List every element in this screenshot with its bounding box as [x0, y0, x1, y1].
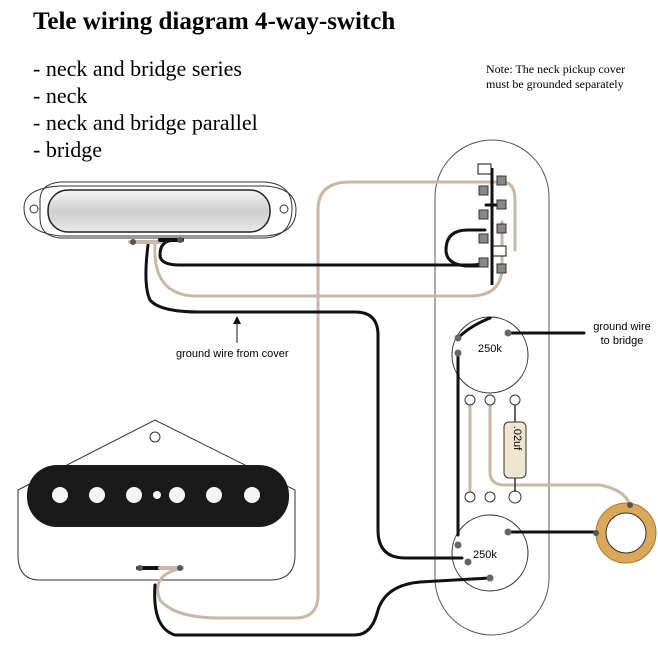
pole-piece: [244, 487, 260, 503]
volume-lug: [484, 394, 496, 406]
black-wires: [138, 203, 597, 637]
capacitor-label: .02uf: [511, 425, 523, 451]
tone-capacitor: [503, 405, 527, 492]
ground-cover-arrow: [233, 316, 241, 343]
pole-piece: [153, 491, 161, 499]
four-way-switch: [477, 163, 507, 285]
tone-pot-label: 250k: [473, 549, 497, 561]
switch-lug: [496, 175, 507, 186]
tone-lug: [464, 491, 476, 503]
pole-piece: [126, 487, 142, 503]
solder-point: [504, 528, 512, 536]
switch-mode-list: - neck and bridge series - neck - neck a…: [33, 55, 258, 163]
switch-lug: [496, 199, 507, 210]
pot-lugs: [454, 329, 522, 582]
neck-cover-ground-wire: [144, 243, 464, 560]
switch-lug: [478, 209, 489, 220]
mode-item-series: - neck and bridge series: [33, 56, 242, 81]
switch-lug: [478, 185, 489, 196]
grounding-note-line1: Note: The neck pickup cover: [486, 62, 626, 76]
neck-solder-point: [130, 239, 136, 245]
bridge-solder-point: [137, 565, 143, 571]
solder-point: [454, 349, 462, 357]
grounding-note: Note: The neck pickup cover must be grou…: [486, 62, 656, 92]
jack-lug: [627, 502, 633, 508]
capacitor-body: [503, 421, 527, 479]
tone-pot: [451, 514, 529, 592]
switch-lug: [496, 223, 507, 234]
mode-item-neck: - neck: [33, 83, 88, 108]
tone-lug: [484, 491, 496, 503]
switch-tab-top: [477, 163, 492, 175]
bridge-solder-point: [177, 565, 183, 571]
ground-wire-cover-label: ground wire from cover: [176, 348, 289, 360]
bridge-white-wire: [156, 180, 504, 620]
neck-solder-point: [177, 237, 183, 243]
neck-mount-hole-right: [279, 204, 289, 214]
switch-lug: [496, 263, 507, 274]
jack-lug: [593, 530, 599, 536]
solder-point: [486, 574, 494, 582]
mode-item-bridge: - bridge: [33, 137, 103, 162]
volume-lug: [464, 394, 476, 406]
ground-wire-bridge-label: ground wire to bridge: [588, 320, 656, 348]
neck-pickup: [23, 181, 297, 239]
switch-tab-bottom: [492, 245, 507, 257]
mode-item-parallel: - neck and bridge parallel: [33, 110, 258, 135]
volume-pot-label: 250k: [478, 343, 502, 355]
bridge-pickup: [17, 419, 296, 581]
solder-point: [454, 334, 462, 342]
diagram-title: Tele wiring diagram 4-way-switch: [33, 8, 396, 35]
solder-point: [454, 541, 462, 549]
pole-piece: [206, 487, 222, 503]
switch-jumper-black: [444, 228, 488, 268]
solder-point: [504, 329, 512, 337]
pole-piece: [89, 487, 105, 503]
pole-piece: [169, 487, 185, 503]
jack-white-wire: [488, 398, 632, 507]
jack-inner-ring: [605, 512, 647, 554]
pole-piece: [52, 487, 68, 503]
neck-pickup-cover: [47, 189, 271, 233]
neck-white-wire: [153, 220, 504, 298]
volume-lug: [509, 394, 521, 406]
neck-pickup-lugs: [128, 237, 184, 245]
switch-lug: [478, 257, 489, 268]
neck-hot-wire: [158, 238, 487, 267]
switch-lug: [478, 233, 489, 244]
bridge-mount-hole: [149, 431, 161, 443]
solder-point: [464, 558, 472, 566]
neck-mount-hole-left: [29, 204, 39, 214]
grounding-note-line2: must be grounded separately: [486, 77, 624, 91]
ground-wire-bridge-label-line1: ground wire: [593, 321, 651, 333]
tone-lug: [508, 490, 522, 504]
bridge-ground-wire-black: [153, 576, 492, 637]
output-jack: [593, 502, 657, 564]
ground-wire-bridge-label-line2: to bridge: [600, 335, 644, 347]
bridge-pickup-lugs: [136, 565, 184, 571]
